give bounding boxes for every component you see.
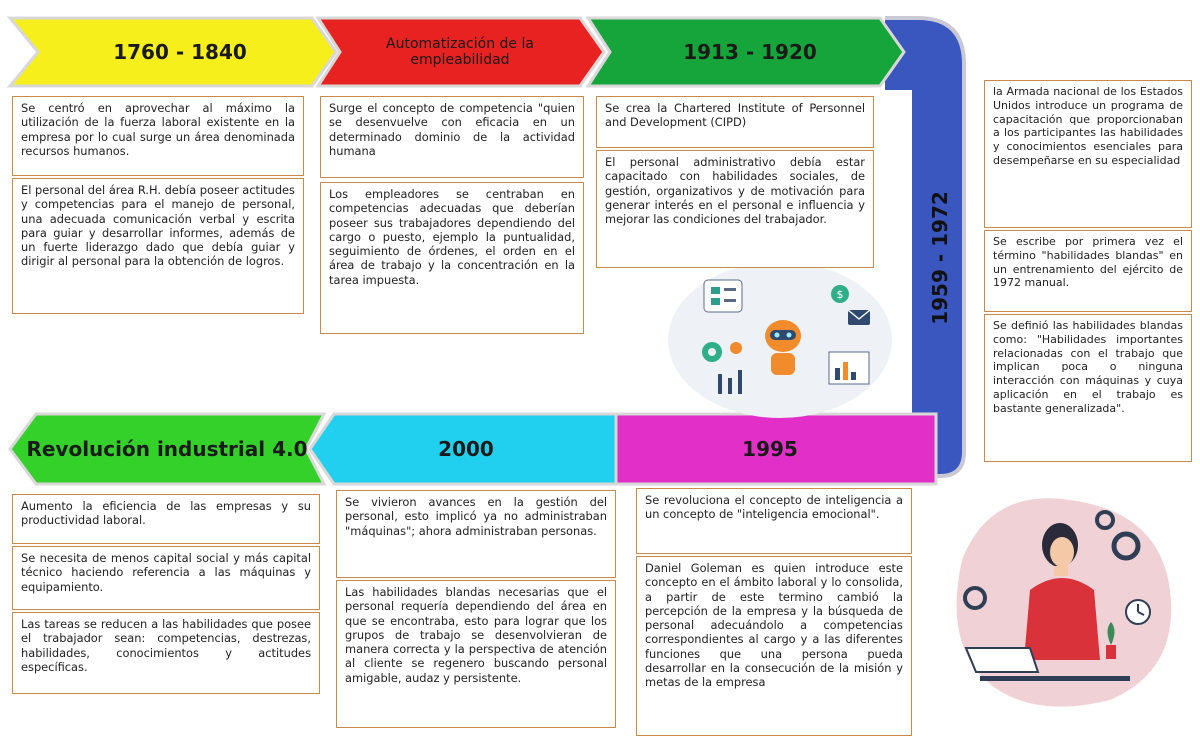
robot-illustration: $	[668, 262, 892, 418]
info-box-1959-c: Se definió las habilidades blandas como:…	[984, 314, 1192, 462]
arrow-revolucion	[8, 412, 327, 486]
info-box-1995-a: Se revoluciona el concepto de inteligenc…	[636, 488, 912, 554]
info-box-1959-b: Se escribe por primera vez el término "h…	[984, 230, 1192, 312]
info-box-automatizacion-b: Los empleadores se centraban en competen…	[320, 182, 584, 334]
arrow-label-2000: 2000	[438, 436, 494, 461]
info-box-1913-b: El personal administrativo debía estar c…	[596, 150, 874, 268]
info-box-1913-a: Se crea la Chartered Institute of Person…	[596, 96, 874, 148]
info-box-revolucion-c: Las tareas se reducen a las habilidades …	[12, 612, 320, 694]
info-box-automatizacion-a: Surge el concepto de competencia "quien …	[320, 96, 584, 178]
arrow-label-revolucion: Revolución industrial 4.0	[26, 436, 308, 461]
info-box-1760-b: El personal del área R.H. debía poseer a…	[12, 178, 304, 314]
info-box-revolucion-b: Se necesita de menos capital social y má…	[12, 546, 320, 610]
info-box-2000-a: Se vivieron avances en la gestión del pe…	[336, 490, 616, 578]
connector-label-1959-1972: 1959 - 1972	[927, 191, 952, 325]
arrow-label-1913-1920: 1913 - 1920	[683, 39, 817, 64]
arrow-label-automatizacion: Automatización de la empleabilidad	[386, 35, 534, 68]
info-box-1760-a: Se centró en aprovechar al máximo la uti…	[12, 96, 304, 176]
woman-illustration	[956, 498, 1172, 707]
info-box-1959-a: la Armada nacional de los Estados Unidos…	[984, 80, 1192, 228]
arrow-1913-1920	[585, 16, 906, 88]
arrow-label-1995: 1995	[742, 436, 798, 461]
info-box-1995-b: Daniel Goleman es quien introduce este c…	[636, 556, 912, 736]
info-box-2000-b: Las habilidades blandas necesarias que e…	[336, 580, 616, 728]
arrow-2000	[308, 412, 618, 486]
timeline-connector	[885, 18, 964, 476]
arrow-automatizacion	[315, 16, 606, 88]
info-box-revolucion-a: Aumento la eficiencia de las empresas y …	[12, 494, 320, 544]
arrow-1760-1840	[6, 16, 338, 88]
arrow-label-1760-1840: 1760 - 1840	[113, 39, 247, 64]
svg-text:$: $	[837, 288, 844, 301]
